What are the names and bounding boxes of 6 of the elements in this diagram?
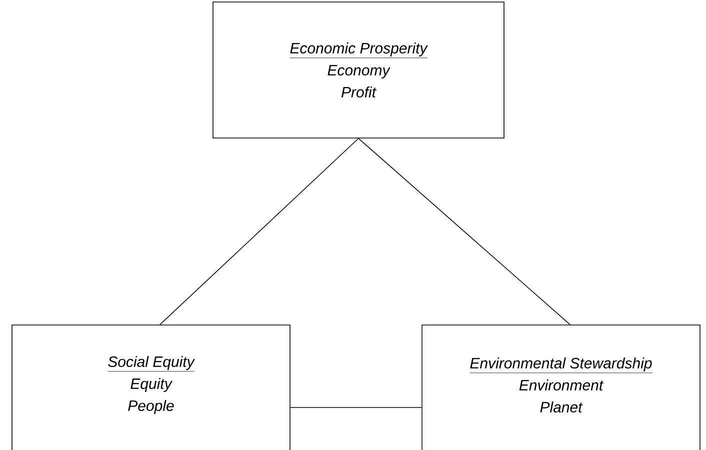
connector-line <box>160 138 359 325</box>
connector-line <box>358 138 570 325</box>
box: Economic Prosperity Economy Profit <box>212 2 504 138</box>
connector-line <box>290 407 422 408</box>
box: Social Equity Equity People <box>12 324 290 450</box>
box: Environmental Stewardship Environment Planet <box>422 324 700 450</box>
